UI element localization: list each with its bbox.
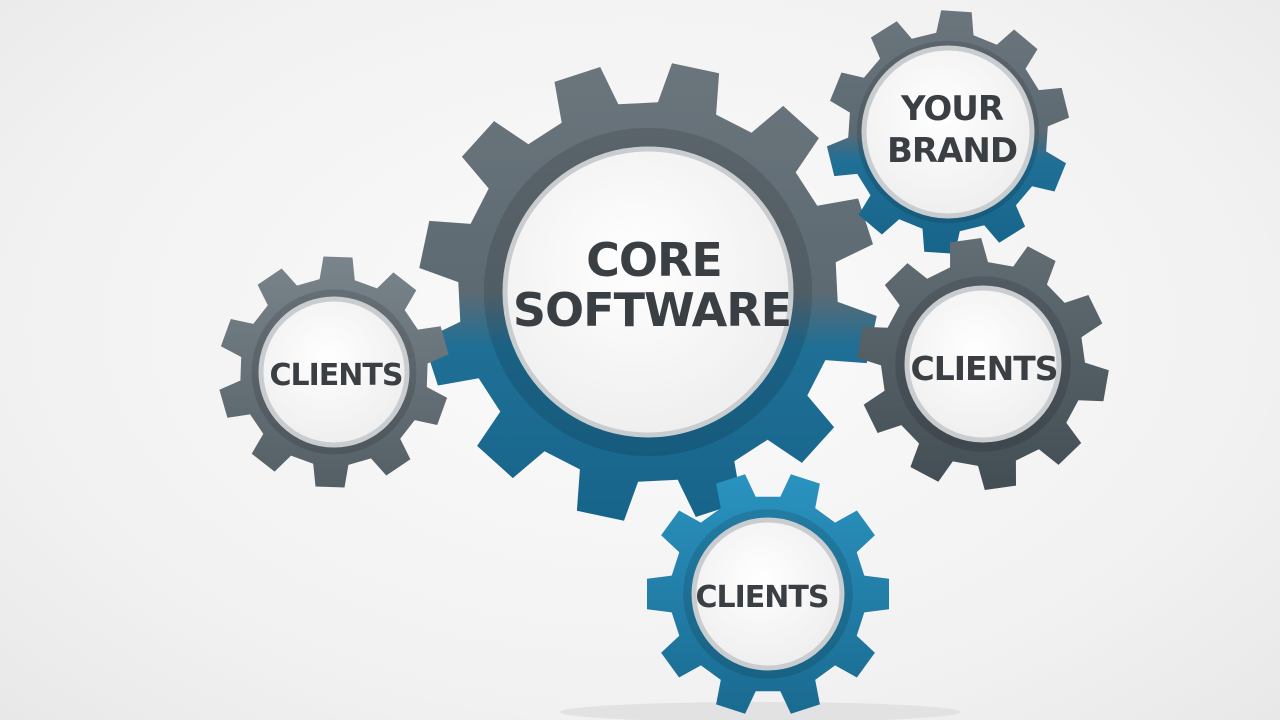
gear-core	[419, 63, 877, 521]
floor-shadow	[560, 702, 960, 720]
gear-label-disc	[502, 146, 794, 438]
gear-label-disc	[861, 45, 1035, 219]
gear-label-disc	[258, 296, 410, 448]
brand-label-line1: YOUR	[900, 89, 1004, 129]
brand-label-line2: BRAND	[887, 131, 1017, 171]
gear-right-clients	[857, 238, 1109, 490]
gear-left-clients	[219, 256, 449, 488]
gear-label-disc	[691, 517, 845, 671]
gear-brand	[826, 10, 1070, 254]
left-clients-label: CLIENTS	[270, 358, 403, 393]
bottom-clients-label: CLIENTS	[696, 580, 829, 615]
core-label-line1: CORE	[586, 233, 722, 287]
core-label-line2: SOFTWARE	[513, 283, 791, 337]
gear-bottom-clients	[647, 474, 889, 714]
gear-label-disc	[904, 285, 1062, 443]
right-clients-label: CLIENTS	[911, 349, 1058, 388]
